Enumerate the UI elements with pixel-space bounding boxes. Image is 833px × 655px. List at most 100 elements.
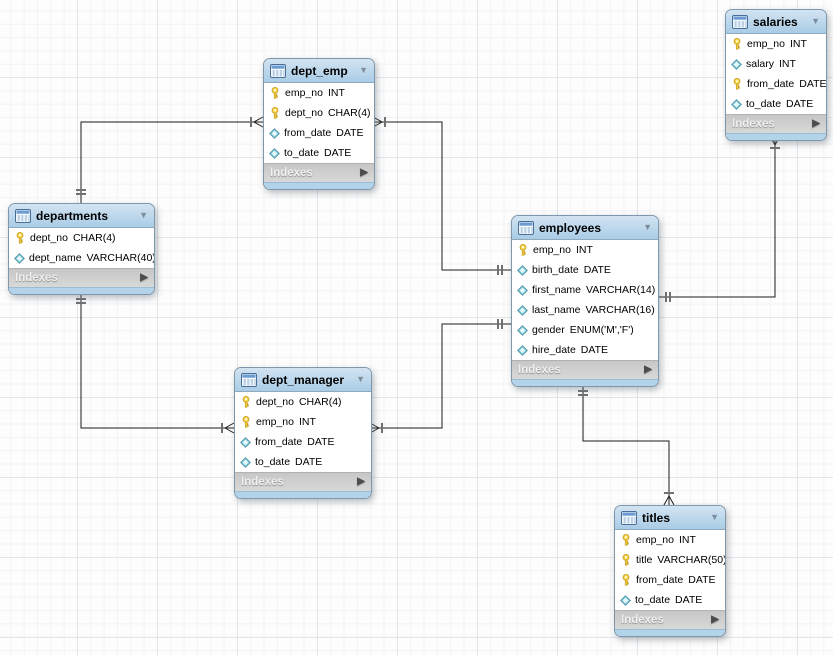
table-dept_manager[interactable]: dept_manager▼dept_noCHAR(4)emp_noINTfrom… [234, 367, 372, 499]
column-type: DATE [675, 594, 702, 606]
column-name: from_date [284, 127, 331, 139]
table-footer [264, 182, 374, 189]
triangle-right-icon[interactable]: ▶ [360, 168, 368, 178]
relationship-dept_emp-departments[interactable] [76, 117, 263, 203]
relationship-titles-employees[interactable] [578, 382, 674, 505]
column-type: DATE [799, 78, 826, 90]
column-row[interactable]: dept_noCHAR(4) [235, 392, 371, 412]
relationship-salaries-employees[interactable] [657, 136, 780, 302]
indexes-label: Indexes [15, 272, 58, 284]
triangle-right-icon[interactable]: ▶ [644, 365, 652, 375]
relationship-dept_emp-employees[interactable] [373, 117, 511, 275]
column-row[interactable]: to_dateDATE [615, 590, 725, 610]
triangle-down-icon[interactable]: ▼ [811, 17, 820, 26]
column-type: DATE [336, 127, 363, 139]
triangle-right-icon[interactable]: ▶ [812, 119, 820, 129]
table-footer [512, 379, 658, 386]
column-row[interactable]: emp_noINT [726, 34, 826, 54]
column-row[interactable]: last_nameVARCHAR(16) [512, 300, 658, 320]
key-icon [240, 416, 252, 428]
relationship-dept_manager-employees[interactable] [370, 319, 511, 433]
indexes-row[interactable]: Indexes ▶ [9, 268, 154, 287]
key-icon [620, 574, 632, 586]
table-header[interactable]: salaries▼ [726, 10, 826, 34]
column-name: dept_name [29, 252, 82, 264]
key-icon [517, 244, 529, 256]
table-footer [235, 491, 371, 498]
column-row[interactable]: hire_dateDATE [512, 340, 658, 360]
key-icon [731, 38, 743, 50]
table-departments[interactable]: departments▼dept_noCHAR(4)dept_nameVARCH… [8, 203, 155, 295]
table-header[interactable]: departments▼ [9, 204, 154, 228]
indexes-label: Indexes [732, 118, 775, 130]
table-header[interactable]: dept_manager▼ [235, 368, 371, 392]
column-name: from_date [636, 574, 683, 586]
triangle-right-icon[interactable]: ▶ [357, 477, 365, 487]
triangle-down-icon[interactable]: ▼ [643, 223, 652, 232]
column-type: INT [679, 534, 696, 546]
indexes-row[interactable]: Indexes ▶ [235, 472, 371, 491]
relationship-dept_manager-departments[interactable] [76, 290, 234, 433]
column-row[interactable]: dept_nameVARCHAR(40) [9, 248, 154, 268]
table-salaries[interactable]: salaries▼emp_noINTsalaryINTfrom_dateDATE… [725, 9, 827, 141]
table-icon [270, 64, 286, 78]
table-header[interactable]: employees▼ [512, 216, 658, 240]
indexes-row[interactable]: Indexes ▶ [615, 610, 725, 629]
column-row[interactable]: emp_noINT [235, 412, 371, 432]
column-row[interactable]: to_dateDATE [264, 143, 374, 163]
indexes-label: Indexes [241, 476, 284, 488]
column-row[interactable]: emp_noINT [615, 530, 725, 550]
column-name: hire_date [532, 344, 576, 356]
column-row[interactable]: genderENUM('M','F') [512, 320, 658, 340]
column-type: CHAR(4) [299, 396, 342, 408]
triangle-down-icon[interactable]: ▼ [359, 66, 368, 75]
triangle-right-icon[interactable]: ▶ [711, 615, 719, 625]
table-employees[interactable]: employees▼emp_noINTbirth_dateDATEfirst_n… [511, 215, 659, 387]
triangle-down-icon[interactable]: ▼ [139, 211, 148, 220]
diamond-icon [517, 345, 528, 356]
column-row[interactable]: emp_noINT [512, 240, 658, 260]
table-header[interactable]: titles▼ [615, 506, 725, 530]
indexes-row[interactable]: Indexes▶ [512, 360, 658, 379]
table-footer [615, 629, 725, 636]
triangle-down-icon[interactable]: ▼ [710, 513, 719, 522]
column-row[interactable]: to_dateDATE [726, 94, 826, 114]
column-row[interactable]: from_dateDATE [726, 74, 826, 94]
column-row[interactable]: from_dateDATE [615, 570, 725, 590]
column-row[interactable]: from_date DATE [264, 123, 374, 143]
column-type: DATE [295, 456, 322, 468]
column-name: last_name [532, 304, 580, 316]
column-row[interactable]: dept_noCHAR(4) [264, 103, 374, 123]
column-row[interactable]: titleVARCHAR(50) [615, 550, 725, 570]
indexes-row[interactable]: Indexes ▶ [726, 114, 826, 133]
triangle-right-icon[interactable]: ▶ [140, 273, 148, 283]
column-name: to_date [255, 456, 290, 468]
indexes-row[interactable]: Indexes▶ [264, 163, 374, 182]
table-header[interactable]: dept_emp▼ [264, 59, 374, 83]
column-row[interactable]: first_nameVARCHAR(14) [512, 280, 658, 300]
indexes-label: Indexes [621, 614, 664, 626]
column-type: DATE [307, 436, 334, 448]
key-icon [14, 232, 26, 244]
diamond-icon [517, 265, 528, 276]
column-name: to_date [746, 98, 781, 110]
column-row[interactable]: to_date DATE [235, 452, 371, 472]
column-row[interactable]: salaryINT [726, 54, 826, 74]
table-titles[interactable]: titles▼emp_noINTtitleVARCHAR(50)from_dat… [614, 505, 726, 637]
diamond-icon [517, 325, 528, 336]
column-name: emp_no [533, 244, 571, 256]
column-name: title [636, 554, 652, 566]
table-footer [726, 133, 826, 140]
diamond-icon [240, 457, 251, 468]
column-row[interactable]: emp_noINT [264, 83, 374, 103]
column-row[interactable]: dept_noCHAR(4) [9, 228, 154, 248]
column-type: INT [790, 38, 807, 50]
table-icon [621, 511, 637, 525]
diamond-icon [269, 148, 280, 159]
column-type: VARCHAR(14) [586, 284, 655, 296]
column-row[interactable]: birth_dateDATE [512, 260, 658, 280]
table-dept_emp[interactable]: dept_emp▼emp_noINTdept_noCHAR(4)from_dat… [263, 58, 375, 190]
column-row[interactable]: from_dateDATE [235, 432, 371, 452]
triangle-down-icon[interactable]: ▼ [356, 375, 365, 384]
